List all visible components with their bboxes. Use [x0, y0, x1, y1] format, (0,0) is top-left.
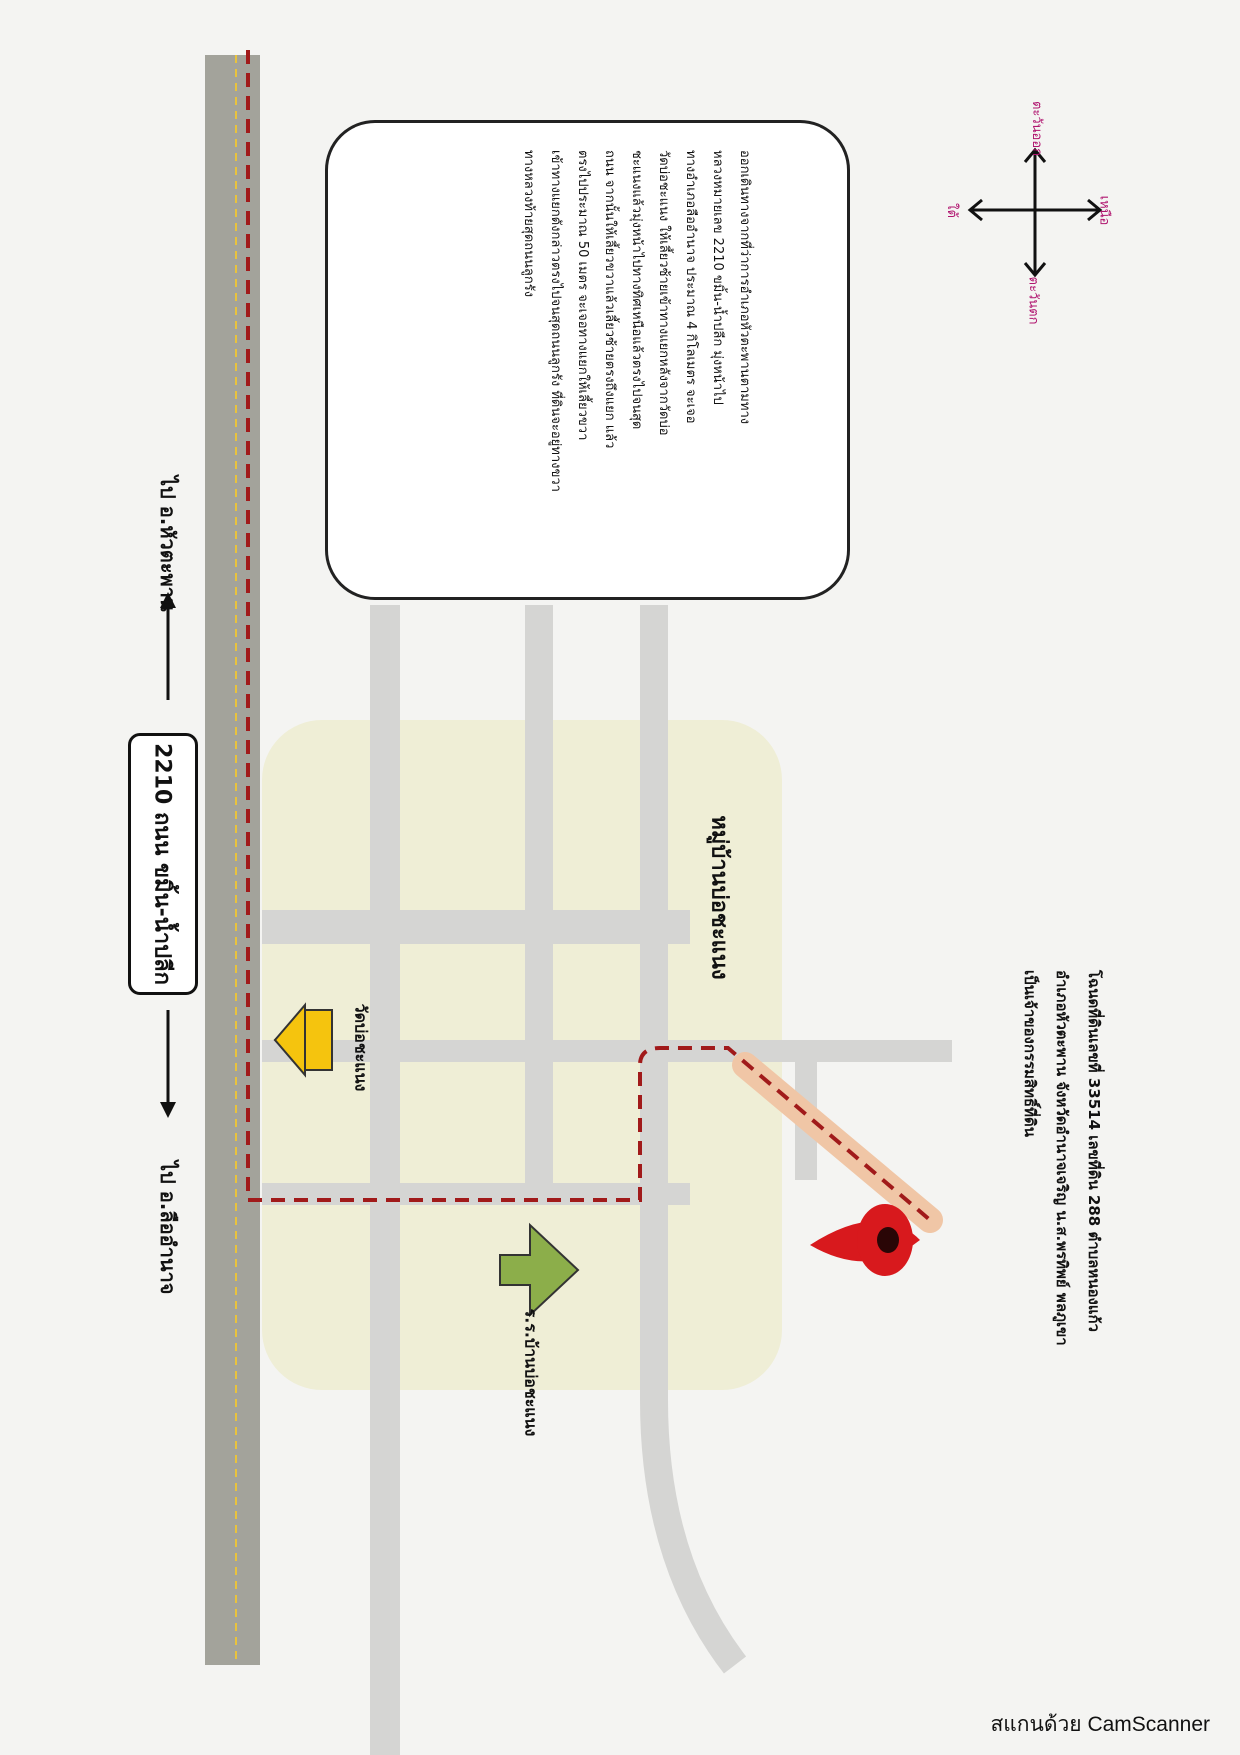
street-v-2: [525, 605, 553, 1190]
school-label: ร.ร.บ้านบ่อชะแนง: [521, 1308, 541, 1437]
directions-note-text: ออกเดินทางจากที่ว่าการอำเภอหัวตะพานตามทา…: [418, 150, 758, 570]
compass-north-label: เหนือ: [1096, 195, 1112, 226]
compass-south-label: ใต้: [943, 203, 959, 218]
street-h-1: [262, 910, 690, 944]
land-pin-icon: [810, 1204, 920, 1276]
note-line: ทางอำเภอลืออำนาจ ประมาณ 4 กิโลเมตร จะเจอ: [682, 150, 698, 424]
note-line: ถนน จากนั้นให้เลี้ยวขวาแล้วเลี้ยวซ้ายตรง…: [601, 150, 617, 449]
arrow-to-lue-amnat-icon: [160, 1010, 176, 1118]
temple-label: วัดบ่อชะแนง: [351, 1003, 371, 1092]
note-line: ออกเดินทางจากที่ว่าการอำเภอหัวตะพานตามทา…: [736, 150, 752, 425]
note-line: ตรงไปประมาณ 50 เมตร จะเจอทางแยกให้เลี้ยว…: [574, 150, 590, 441]
road-label: 2210 ถนน ขมิ้น-น้ำปลีก: [149, 743, 175, 985]
street-h-2: [262, 1040, 952, 1062]
land-note-line: เป็นเจ้าของกรรมสิทธิ์ที่ดิน: [1021, 970, 1039, 1137]
highway-2210: [205, 55, 260, 1665]
arrow-to-hua-taphan-icon: [160, 592, 176, 700]
temple-arrow-head: [273, 1002, 306, 1078]
note-line: ชะแนงแล้วมุ่งหน้าไปทางทิศเหนือแล้วตรงไปจ…: [628, 150, 644, 430]
school-arrow: [499, 1222, 580, 1318]
street-v-1: [370, 605, 400, 1755]
directions-note-box: ออกเดินทางจากที่ว่าการอำเภอหัวตะพานตามทา…: [325, 120, 850, 600]
road-label-box: 2210 ถนน ขมิ้น-น้ำปลีก: [128, 733, 198, 995]
to-lue-amnat-label: ไป อ.ลืออำนาจ: [156, 1161, 180, 1295]
compass-west-label: ตะวันตก: [1025, 276, 1041, 325]
village-label: หมู่บ้านบ่อชะแนง: [706, 815, 732, 980]
route-path: [246, 50, 932, 1222]
compass-east-label: ตะวันออก: [1029, 100, 1045, 157]
street-v-3: [640, 605, 668, 1205]
note-line: วัดบ่อชะแนง ให้เลี้ยวซ้ายเข้าทางแยกหลังจ…: [655, 150, 671, 436]
note-line: เข้าทางแยกดังกล่าวตรงไปจนสุดถนนลูกรัง ที…: [547, 150, 563, 492]
land-note-line: อำเภอหัวตะพาน จังหวัดอำนาจเจริญ น.ส.พรทิ…: [1053, 970, 1071, 1346]
note-line: ทางหลวงท้ายสุดถนนลูกรัง: [520, 150, 536, 298]
land-note: โฉนดที่ดินเลขที่ 33514 เลขที่ดิน 288 ตำบ…: [990, 970, 1110, 1490]
compass-icon: [967, 147, 1103, 278]
street-curve: [640, 1200, 747, 1674]
land-note-line: โฉนดที่ดินเลขที่ 33514 เลขที่ดิน 288 ตำบ…: [1085, 970, 1103, 1332]
note-line: หลวงหมายเลข 2210 ขมิ้น-น้ำปลีก มุ่งหน้าไ…: [709, 150, 725, 405]
scanner-footer: สแกนด้วย CamScanner: [990, 1713, 1210, 1736]
to-hua-taphan-label: ไป อ.หัวตะพาน: [156, 476, 180, 612]
